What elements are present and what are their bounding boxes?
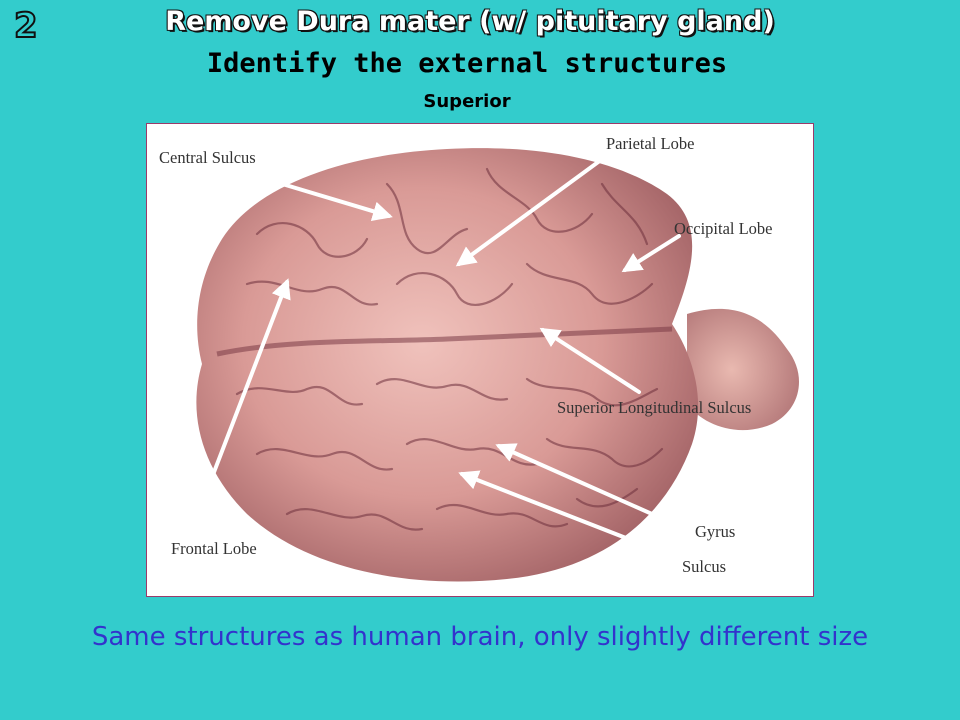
label-sulcus: Sulcus [682, 557, 727, 576]
arrow-central-sulcus [257, 175, 393, 221]
brain-photo: Central Sulcus Parietal Lobe Occipital L… [146, 123, 814, 597]
slide-title: Remove Dura mater (w/ pituitary gland) [165, 6, 775, 37]
label-occipital-lobe: Occipital Lobe [674, 219, 773, 238]
cerebrum-shape [196, 148, 699, 582]
longitudinal-fissure [216, 326, 673, 357]
brainstem-shape [687, 308, 799, 431]
slide-number: 2 [13, 5, 39, 47]
label-frontal-lobe: Frontal Lobe [171, 539, 257, 558]
slide-caption: Same structures as human brain, only sli… [91, 622, 869, 652]
label-superior-longitudinal-sulcus: Superior Longitudinal Sulcus [557, 398, 752, 417]
view-orientation-label: Superior [423, 91, 511, 112]
arrow-superior-longitudinal-sulcus [539, 327, 641, 394]
arrow-occipital-lobe [621, 234, 681, 273]
arrow-frontal-lobe [189, 278, 291, 534]
label-parietal-lobe: Parietal Lobe [606, 134, 695, 153]
slide-subtitle: Identify the external structures [206, 48, 728, 79]
label-central-sulcus: Central Sulcus [159, 148, 256, 167]
arrow-sulcus [458, 470, 674, 558]
arrow-parietal-lobe [455, 155, 607, 267]
brain-illustration [189, 148, 799, 582]
arrow-gyrus [495, 443, 681, 528]
label-gyrus: Gyrus [695, 522, 736, 541]
